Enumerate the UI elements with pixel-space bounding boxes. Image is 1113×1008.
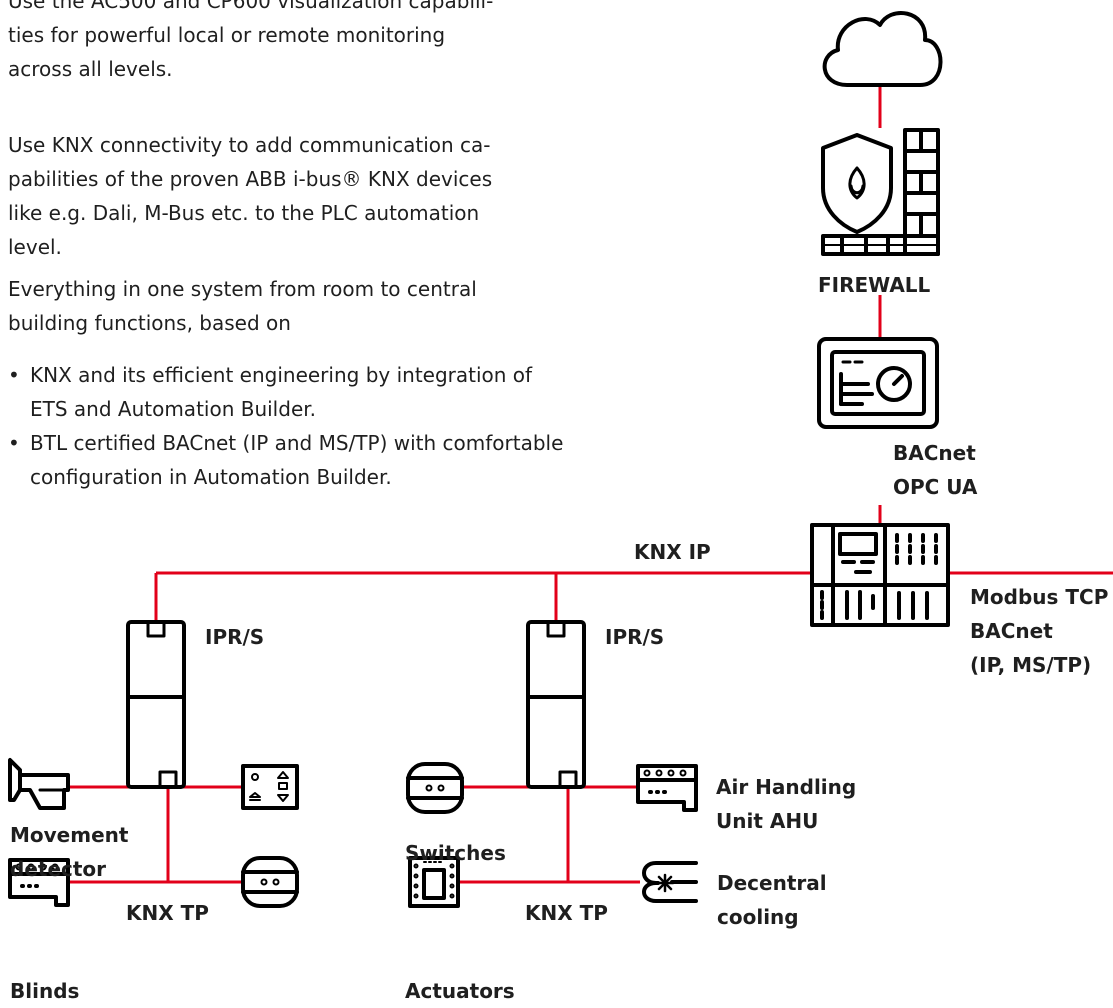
feature-list: KNX and its efficient engineering by int… xyxy=(8,358,568,494)
text-line: building functions, based on xyxy=(8,311,291,335)
ip-router-icon xyxy=(526,620,586,789)
decentral-cooling-label-line1: Decentral xyxy=(717,871,827,895)
bacnet-protocol-label: BACnet xyxy=(970,619,1053,643)
ipr-s-label-right: IPR/S xyxy=(605,625,665,649)
din-module-icon xyxy=(636,764,698,812)
modbus-tcp-label: Modbus TCP xyxy=(970,585,1109,609)
firewall-label: FIREWALL xyxy=(818,273,931,297)
air-handling-label-line2: Unit AHU xyxy=(716,809,819,833)
din-module-icon xyxy=(8,858,70,907)
panel-display-icon xyxy=(817,337,939,429)
actuators-label: Actuators xyxy=(405,979,515,1003)
text-line: across all levels. xyxy=(8,57,173,81)
movement-detector-icon xyxy=(8,758,70,810)
cooling-icon xyxy=(642,861,698,903)
ip-router-icon xyxy=(126,620,186,789)
movement-detector-label-line2: detector xyxy=(10,857,107,881)
room-controller-icon xyxy=(241,764,299,810)
intro-paragraph-system: Everything in one system from room to ce… xyxy=(8,272,477,340)
movement-detector-label-line1: Movement xyxy=(10,823,129,847)
ip-mstp-label: (IP, MS/TP) xyxy=(970,653,1092,677)
switch-icon xyxy=(241,856,299,908)
switches-label: Switches xyxy=(405,841,506,865)
text-line: ties for powerful local or remote monito… xyxy=(8,23,446,47)
opc-ua-label: OPC UA xyxy=(893,475,978,499)
firewall-icon xyxy=(821,128,940,256)
list-item: KNX and its efficient engineering by int… xyxy=(8,358,568,426)
ipr-s-label-left: IPR/S xyxy=(205,625,265,649)
list-item: BTL certified BACnet (IP and MS/TP) with… xyxy=(8,426,568,494)
knx-ip-label: KNX IP xyxy=(634,540,711,564)
switch-icon xyxy=(406,762,464,814)
bacnet-label: BACnet xyxy=(893,441,976,465)
knx-tp-label-left: KNX TP xyxy=(126,901,209,925)
plc-controller-icon xyxy=(810,523,950,627)
blinds-label: Blinds xyxy=(10,979,80,1003)
text-line: level. xyxy=(8,235,62,259)
actuator-icon xyxy=(408,856,460,908)
air-handling-label-line1: Air Handling xyxy=(716,775,857,799)
decentral-cooling-label-line2: cooling xyxy=(717,905,799,929)
intro-paragraph-visualization: Use the AC500 and CP600 visualization ca… xyxy=(8,0,493,86)
cloud-icon xyxy=(822,11,943,87)
text-line: pabilities of the proven ABB i-bus® KNX … xyxy=(8,167,493,191)
text-line: Everything in one system from room to ce… xyxy=(8,277,477,301)
text-line: like e.g. Dali, M-Bus etc. to the PLC au… xyxy=(8,201,480,225)
knx-tp-label-right: KNX TP xyxy=(525,901,608,925)
intro-paragraph-knx: Use KNX connectivity to add communicatio… xyxy=(8,128,492,264)
text-line: Use KNX connectivity to add communicatio… xyxy=(8,133,491,157)
text-line: Use the AC500 and CP600 visualization ca… xyxy=(8,0,494,13)
connection-lines xyxy=(68,85,1113,884)
